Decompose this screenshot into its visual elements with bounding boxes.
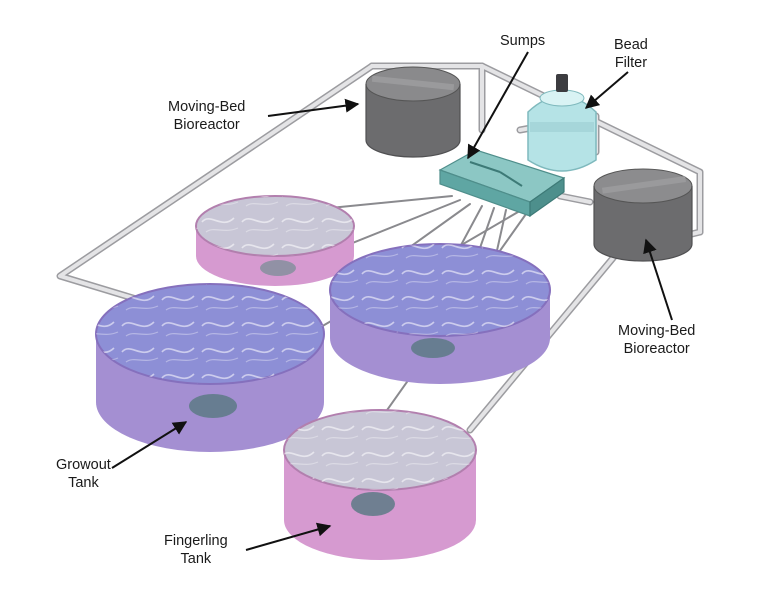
growout-tank-left [95,283,325,452]
label-sumps-text: Sumps [500,33,546,49]
arrow-mbbr-right [643,238,673,321]
label-sumps: Sumps [500,32,545,50]
label-mbbr-right: Moving-Bed Bioreactor [618,322,695,358]
arrow-bead-filter [584,71,629,109]
sumps [438,149,566,218]
label-mbbr-right-line2: Bioreactor [623,341,690,357]
label-growout-tank-line1: Growout [56,457,111,473]
fingerling-tank-front [283,409,477,560]
label-bead-filter-line2: Filter [614,55,648,71]
callout-arrows [111,51,673,551]
label-fingerling-tank: Fingerling Tank [164,532,228,568]
moving-bed-bioreactor-top [365,66,461,158]
label-mbbr-top-line2: Bioreactor [173,117,240,133]
label-mbbr-right-line1: Moving-Bed [618,323,696,339]
moving-bed-bioreactor-right [593,168,693,262]
arrow-sumps [467,51,529,160]
label-mbbr-top-line1: Moving-Bed [168,99,246,115]
arrow-mbbr-top [267,98,360,117]
bead-filter [527,74,597,172]
label-growout-tank: Growout Tank [56,456,111,492]
label-growout-tank-line2: Tank [68,475,99,491]
label-fingerling-tank-line2: Tank [180,551,212,567]
label-bead-filter: Bead Filter [614,36,648,72]
arrow-fingerling-tank [245,522,332,551]
label-bead-filter-line1: Bead [614,37,648,53]
label-fingerling-tank-line1: Fingerling [164,533,228,549]
arrow-growout-tank [111,421,188,469]
label-mbbr-top: Moving-Bed Bioreactor [168,98,245,134]
fingerling-tank-back [195,195,355,286]
growout-tank-right [329,243,551,384]
